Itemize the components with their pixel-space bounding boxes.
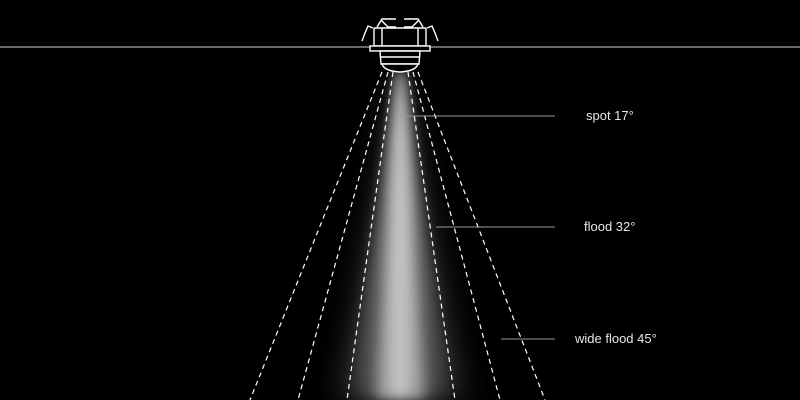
wide-flood-beam-label: wide flood 45° <box>575 331 657 346</box>
spot-beam-label: spot 17° <box>586 108 634 123</box>
flood-beam-label: flood 32° <box>584 219 636 234</box>
wide-flood-beam-left-line <box>249 71 383 400</box>
spot-beam-right-line <box>407 71 456 400</box>
luminaire-icon <box>361 18 439 73</box>
leader-lines <box>403 115 555 340</box>
flood-beam-left-line <box>297 71 389 400</box>
spot-beam-left-line <box>346 71 394 400</box>
light-beam-glow <box>338 72 465 400</box>
flood-beam-right-line <box>412 71 501 400</box>
beam-lines <box>249 71 546 400</box>
wide-flood-beam-right-line <box>417 71 546 400</box>
